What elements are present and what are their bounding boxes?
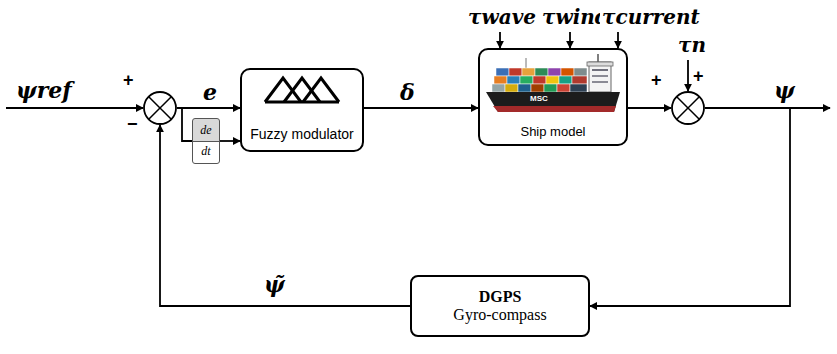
- sign-text: −: [127, 115, 138, 133]
- input-line: [6, 107, 143, 109]
- disturbance-arrow: [569, 32, 571, 48]
- signal-connector: [364, 107, 478, 109]
- disturbance-arrow: [499, 32, 501, 48]
- box-text: dt: [201, 145, 210, 159]
- junction-circle: [143, 91, 177, 125]
- signal-label: δ: [398, 80, 417, 105]
- sensor-box: DGPSGyro-compass: [410, 275, 590, 337]
- signal-connector: [590, 108, 790, 306]
- summing-junction: +−: [143, 91, 177, 125]
- derivative-box: de dt: [192, 118, 220, 164]
- sign-text: +: [693, 67, 704, 85]
- fuzzy-icon: [265, 78, 339, 102]
- hull-marking: MSC: [530, 94, 548, 103]
- signal-label: e: [201, 80, 219, 105]
- disturbance-label: τcurrent: [600, 6, 702, 29]
- box-text: Fuzzy modulator: [250, 126, 353, 142]
- signal-connector: [177, 108, 192, 141]
- signal-connector: [628, 107, 671, 109]
- junction-circle: [671, 91, 705, 125]
- noise-arrow: [687, 60, 689, 91]
- ship-illustration: [486, 54, 620, 112]
- sign-text: +: [651, 71, 662, 89]
- box-text: DGPS: [479, 288, 522, 306]
- disturbance-arrow: [617, 32, 619, 48]
- noise-label: τn: [676, 34, 708, 57]
- box-text: Ship model: [520, 125, 585, 140]
- box-text: de: [200, 124, 211, 138]
- summing-junction: ++: [671, 91, 705, 125]
- controller-box: Fuzzy modulator: [240, 68, 364, 152]
- signal-connector: [220, 140, 240, 142]
- box-text: Gyro-compass: [453, 306, 546, 324]
- signal-label: ψ: [772, 78, 797, 103]
- ship-model-box: Ship model: [478, 48, 628, 146]
- signal-label: ψref: [14, 78, 74, 103]
- signal-label: ψ̃: [262, 272, 287, 297]
- disturbance-label: τwave: [466, 6, 538, 29]
- signal-connector: [177, 107, 240, 109]
- sign-text: +: [123, 71, 134, 89]
